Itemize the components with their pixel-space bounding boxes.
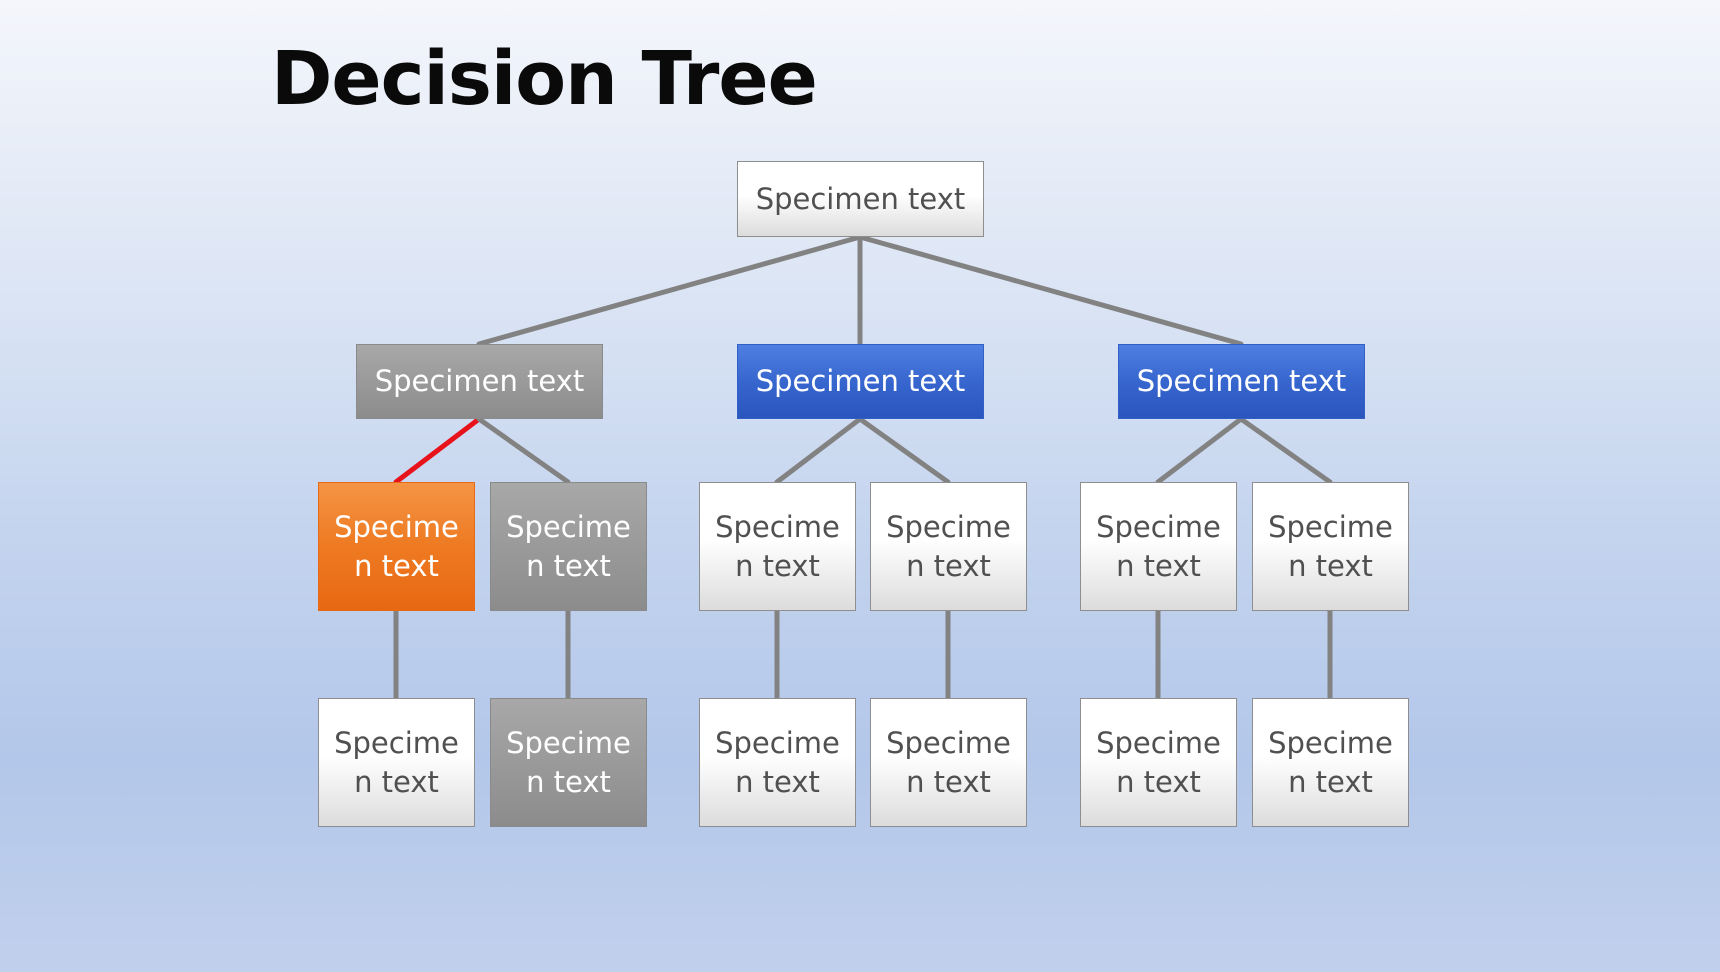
tree-node-child-0-1[interactable]: Specimen text: [490, 482, 647, 611]
tree-node-leaf-0-0[interactable]: Specimen text: [318, 698, 475, 827]
tree-node-branch-1[interactable]: Specimen text: [737, 344, 984, 419]
tree-node-leaf-2-1[interactable]: Specimen text: [1252, 698, 1409, 827]
tree-node-child-2-1[interactable]: Specimen text: [1252, 482, 1409, 611]
connector-branch-1-child-0: [774, 416, 863, 485]
tree-node-child-1-0[interactable]: Specimen text: [699, 482, 856, 611]
connector-branch-0-child-0: [393, 416, 482, 485]
connector-branch-2-child-1: [1238, 416, 1333, 485]
tree-node-child-2-0[interactable]: Specimen text: [1080, 482, 1237, 611]
tree-node-root[interactable]: Specimen text: [737, 161, 984, 237]
tree-node-leaf-1-1[interactable]: Specimen text: [870, 698, 1027, 827]
tree-node-leaf-0-1[interactable]: Specimen text: [490, 698, 647, 827]
connector-branch-1-child-1: [857, 416, 951, 485]
connector-root-branch-0: [476, 234, 863, 347]
tree-node-child-1-1[interactable]: Specimen text: [870, 482, 1027, 611]
tree-node-branch-2[interactable]: Specimen text: [1118, 344, 1365, 419]
tree-node-leaf-2-0[interactable]: Specimen text: [1080, 698, 1237, 827]
page-title: Decision Tree: [271, 36, 818, 122]
tree-node-leaf-1-0[interactable]: Specimen text: [699, 698, 856, 827]
connector-branch-2-child-0: [1155, 416, 1244, 485]
connector-branch-0-child-1: [476, 416, 571, 485]
tree-node-branch-0[interactable]: Specimen text: [356, 344, 603, 419]
connector-root-branch-2: [857, 234, 1244, 347]
tree-node-child-0-0[interactable]: Specimen text: [318, 482, 475, 611]
